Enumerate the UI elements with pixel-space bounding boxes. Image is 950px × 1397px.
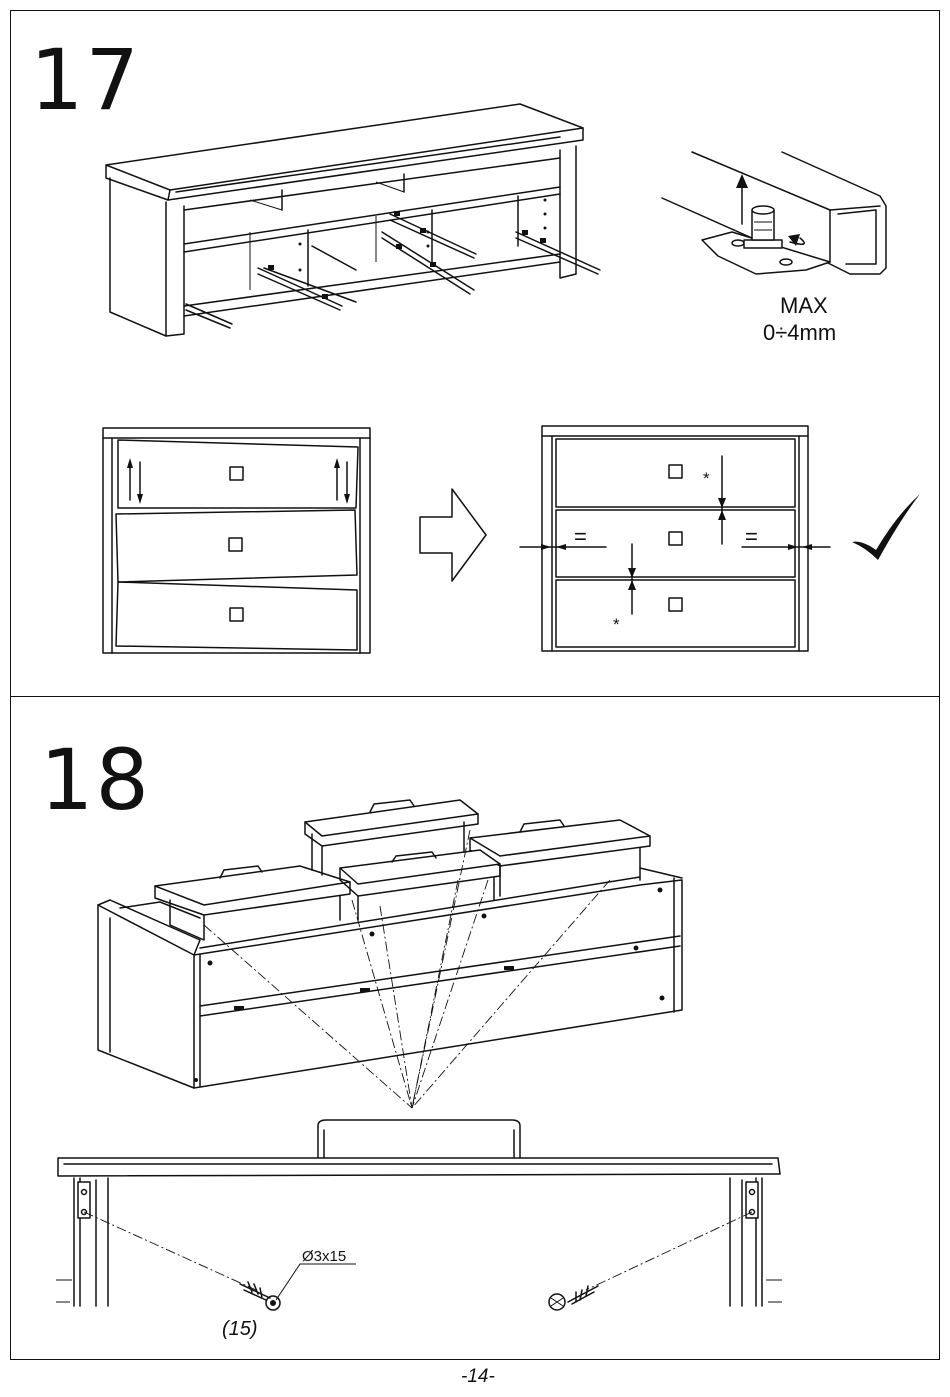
page-number: -14- [461, 1366, 495, 1388]
screw-part-ref: (15) [222, 1318, 258, 1341]
screw-spec-label: Ø3x15 [302, 1248, 346, 1265]
